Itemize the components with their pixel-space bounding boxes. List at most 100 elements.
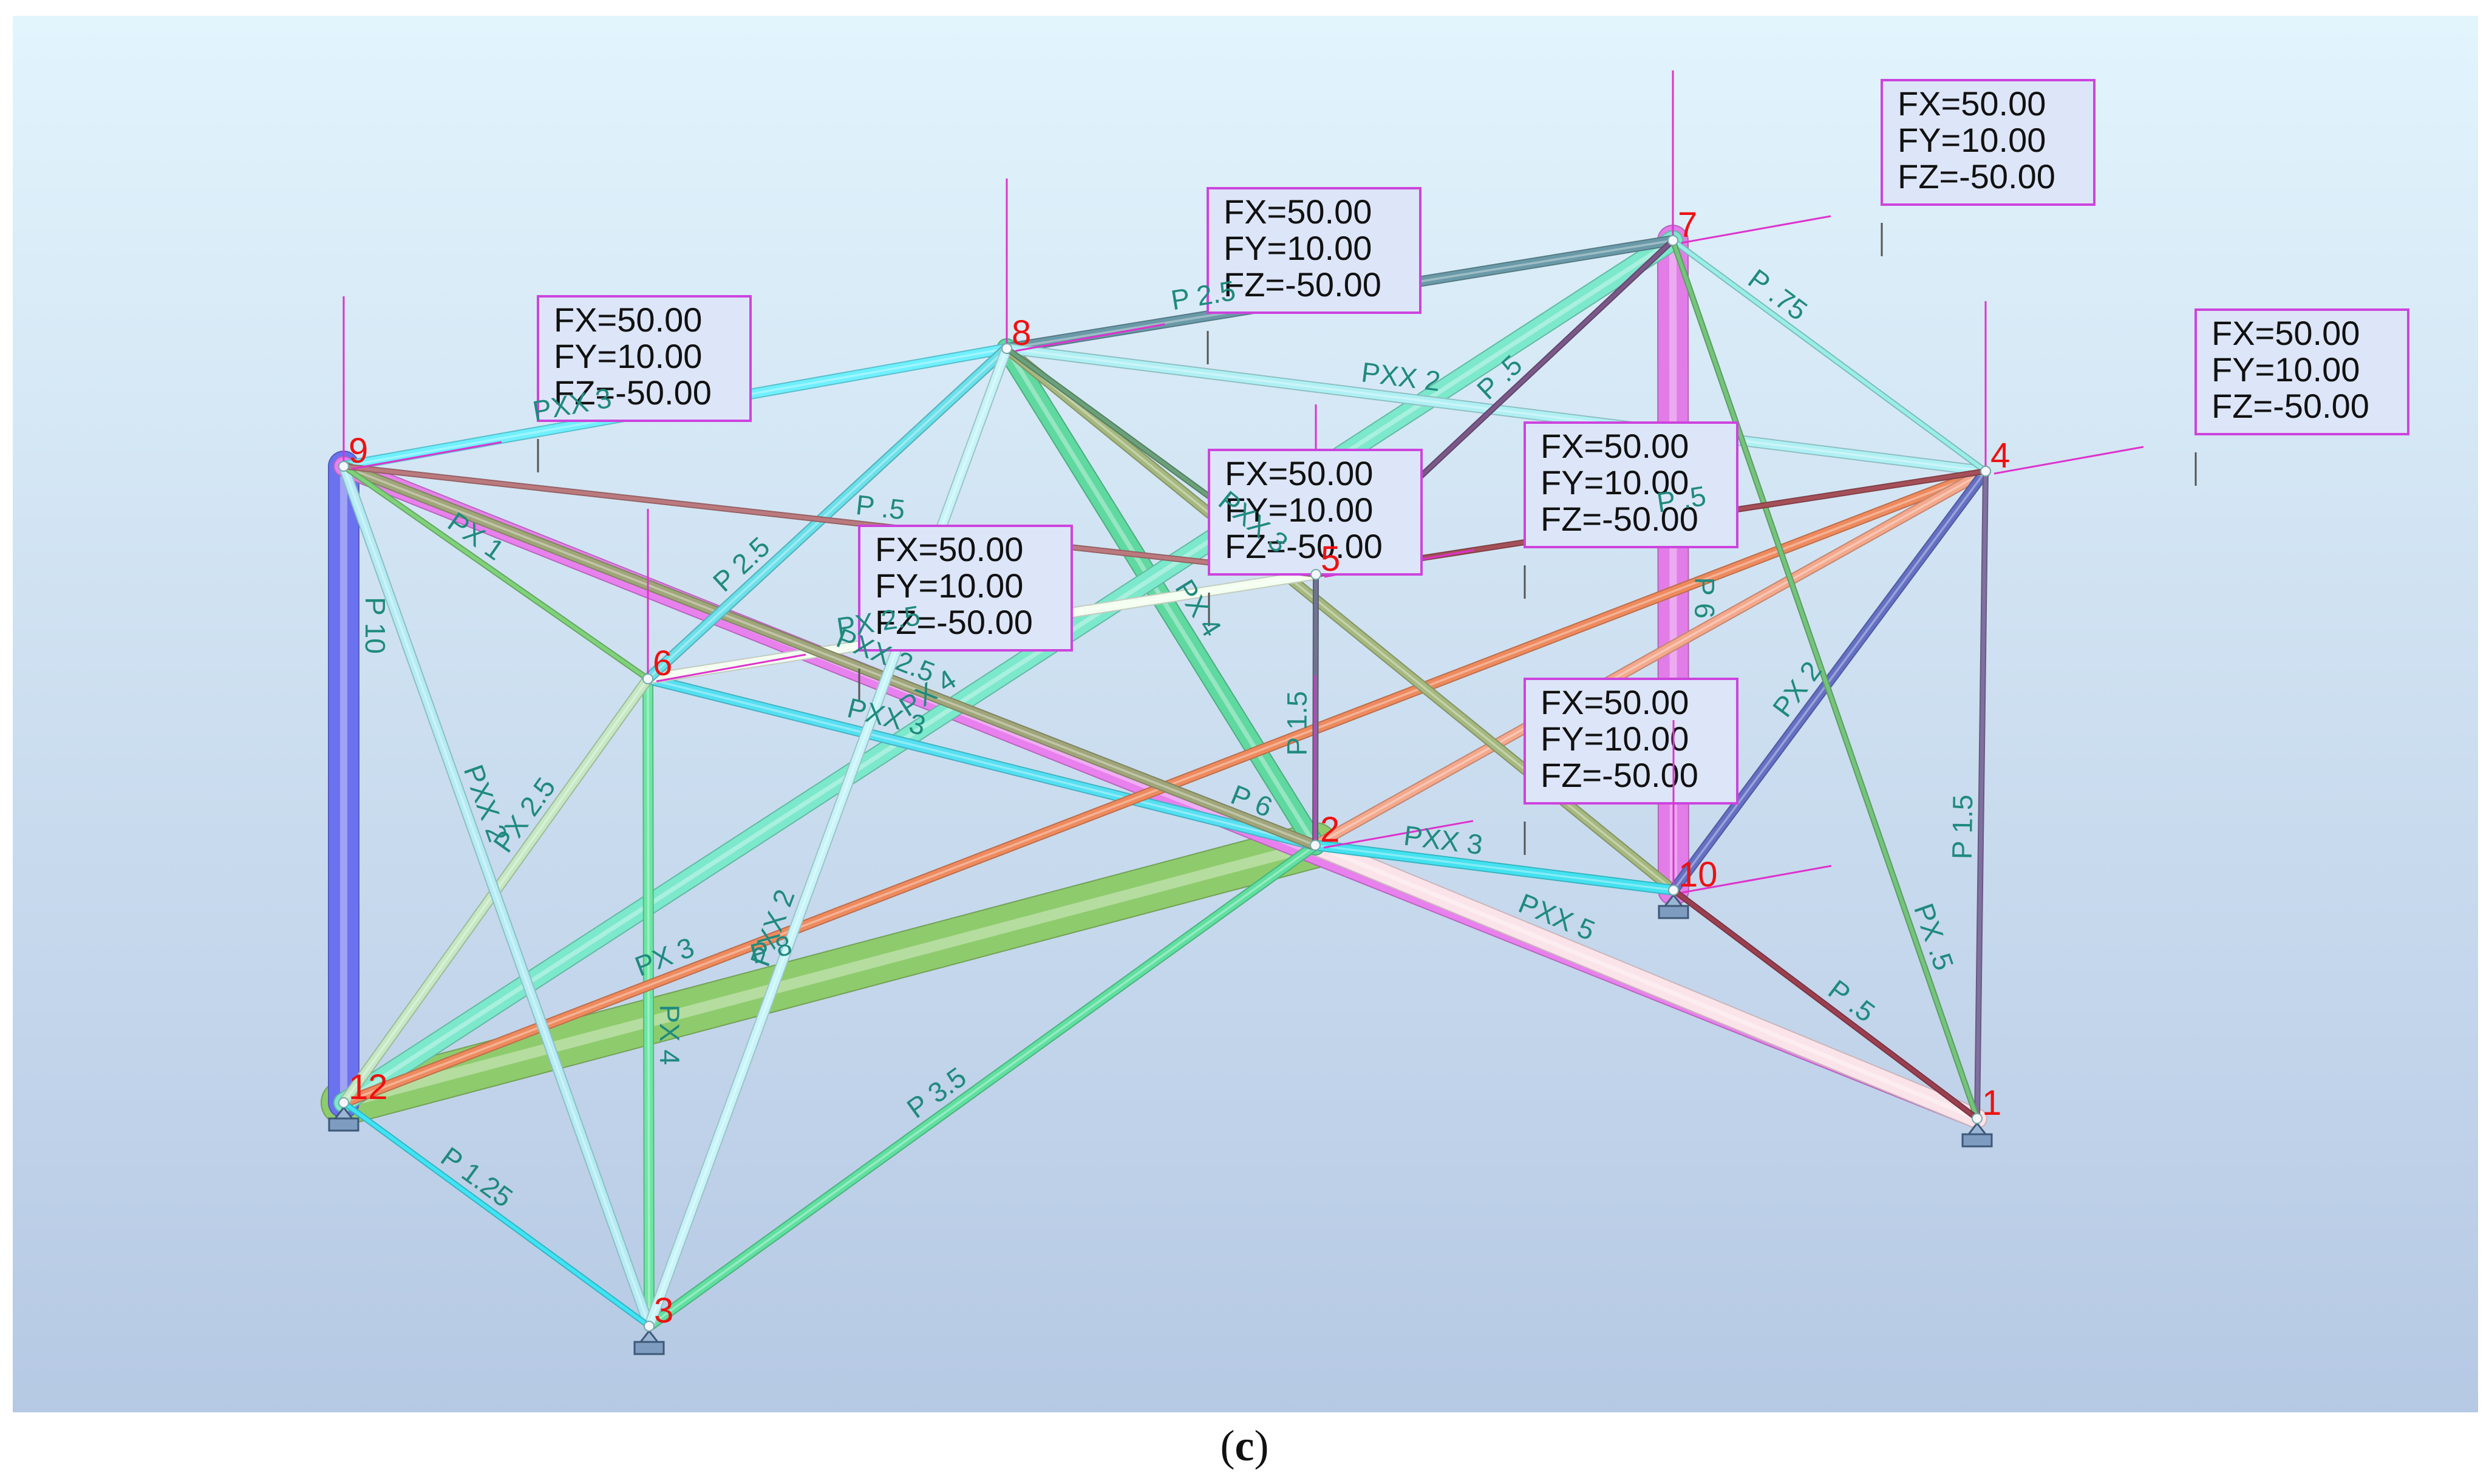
- load-fx: FX=50.00: [554, 301, 702, 339]
- load-horizontal-line: [352, 441, 502, 470]
- member-2-1[interactable]: [1305, 835, 1987, 1129]
- load-fy: FY=10.00: [554, 337, 702, 375]
- load-horizontal-line: [1323, 820, 1474, 849]
- node-12-label: 12: [349, 1067, 388, 1107]
- member-label: P 10: [359, 597, 391, 654]
- load-fy: FY=10.00: [1541, 463, 1689, 502]
- member-label: P .5: [854, 489, 907, 526]
- load-box[interactable]: [1881, 79, 2096, 206]
- load-box[interactable]: [858, 525, 1073, 652]
- node-8-label: 8: [1012, 313, 1031, 353]
- load-fz: FZ=-50.00: [1224, 265, 1381, 304]
- member-10-4[interactable]: [1668, 466, 1991, 896]
- load-fy: FY=10.00: [1225, 491, 1373, 529]
- node-9-point[interactable]: [338, 461, 349, 472]
- member-10-1[interactable]: [1670, 887, 1980, 1122]
- node-12-point[interactable]: [338, 1097, 349, 1108]
- member-2-4[interactable]: [1310, 466, 1991, 851]
- member-6-3[interactable]: [642, 673, 655, 1332]
- node-7-point[interactable]: [1667, 235, 1678, 246]
- load-fz: FZ=-50.00: [554, 373, 712, 412]
- member-4-1[interactable]: [1974, 468, 1989, 1122]
- member-6-2[interactable]: [642, 673, 1321, 851]
- load-fy: FY=10.00: [2211, 350, 2360, 389]
- member-8-6[interactable]: [642, 343, 1012, 684]
- member-2-10[interactable]: [1310, 840, 1679, 896]
- caption-close: ): [1254, 1421, 1269, 1470]
- load-fz: FZ=-50.00: [1225, 527, 1383, 565]
- member-7-4[interactable]: [1670, 237, 1989, 474]
- node-6-label: 6: [653, 644, 672, 683]
- node-6-point[interactable]: [642, 673, 653, 684]
- node-7-label: 7: [1678, 205, 1697, 245]
- node-3-point[interactable]: [644, 1321, 655, 1332]
- caption-letter: c: [1234, 1421, 1255, 1470]
- load-box[interactable]: [2194, 308, 2409, 435]
- loads-layer: FX=50.00FY=10.00FZ=-50.00FX=50.00FY=10.0…: [342, 70, 2409, 894]
- load-fx: FX=50.00: [2211, 314, 2360, 352]
- node-10-point[interactable]: [1668, 885, 1679, 896]
- node-3-label: 3: [654, 1291, 673, 1330]
- node-2-label: 2: [1320, 810, 1340, 849]
- member-9-5[interactable]: [341, 463, 1319, 577]
- member-label: PX 4: [654, 1004, 686, 1065]
- load-fy: FY=10.00: [1224, 229, 1372, 267]
- load-box[interactable]: [1524, 678, 1738, 805]
- caption-open: (: [1220, 1421, 1235, 1470]
- figure-caption: (c): [0, 1421, 2489, 1471]
- member-12-2[interactable]: [321, 822, 1338, 1126]
- member-9-6[interactable]: [341, 463, 651, 682]
- load-fz: FZ=-50.00: [1541, 500, 1698, 538]
- member-label: P .5: [1655, 480, 1708, 519]
- load-horizontal-line: [1681, 865, 1832, 894]
- load-fy: FY=10.00: [875, 567, 1023, 605]
- load-box[interactable]: [537, 295, 752, 422]
- node-5-label: 5: [1321, 539, 1340, 579]
- member-3-2[interactable]: [644, 840, 1321, 1332]
- load-box[interactable]: [1207, 187, 1422, 314]
- node-9-label: 9: [349, 431, 368, 471]
- member-label: P 1.5: [1281, 691, 1313, 756]
- load-horizontal-line: [1994, 446, 2144, 475]
- support-3: [633, 1329, 665, 1355]
- node-10-label: 10: [1678, 855, 1718, 894]
- truss-model-canvas[interactable]: FX=50.00FY=10.00FZ=-50.00FX=50.00FY=10.0…: [13, 16, 2478, 1412]
- member-7-1[interactable]: [1670, 237, 1980, 1122]
- load-box[interactable]: [1208, 449, 1423, 576]
- load-horizontal-line: [1015, 323, 1165, 352]
- member-9-3[interactable]: [338, 461, 655, 1332]
- node-8-point[interactable]: [1001, 343, 1012, 354]
- node-1-label: 1: [1982, 1083, 2001, 1123]
- member-3-8[interactable]: [644, 343, 1012, 1332]
- load-fz: FZ=-50.00: [1898, 157, 2055, 196]
- member-12-3[interactable]: [341, 1100, 652, 1329]
- node-4-point[interactable]: [1980, 466, 1991, 477]
- node-4-label: 4: [1990, 436, 2010, 475]
- member-label: P 1.5: [1946, 794, 1978, 859]
- node-2-point[interactable]: [1310, 840, 1321, 851]
- load-fz: FZ=-50.00: [1541, 756, 1698, 794]
- support-12: [328, 1106, 359, 1132]
- load-fx: FX=50.00: [1541, 683, 1689, 721]
- load-fy: FY=10.00: [1541, 720, 1689, 758]
- load-fx: FX=50.00: [1898, 84, 2046, 123]
- node-1-point[interactable]: [1972, 1113, 1983, 1124]
- members-layer: [321, 225, 1991, 1332]
- load-horizontal-line: [1681, 215, 1831, 244]
- support-10: [1658, 893, 1689, 919]
- load-box[interactable]: [1524, 421, 1738, 548]
- node-5-point[interactable]: [1310, 569, 1321, 580]
- load-fx: FX=50.00: [1541, 427, 1689, 465]
- member-9-2[interactable]: [338, 461, 1321, 851]
- member-7-12[interactable]: [333, 230, 1683, 1113]
